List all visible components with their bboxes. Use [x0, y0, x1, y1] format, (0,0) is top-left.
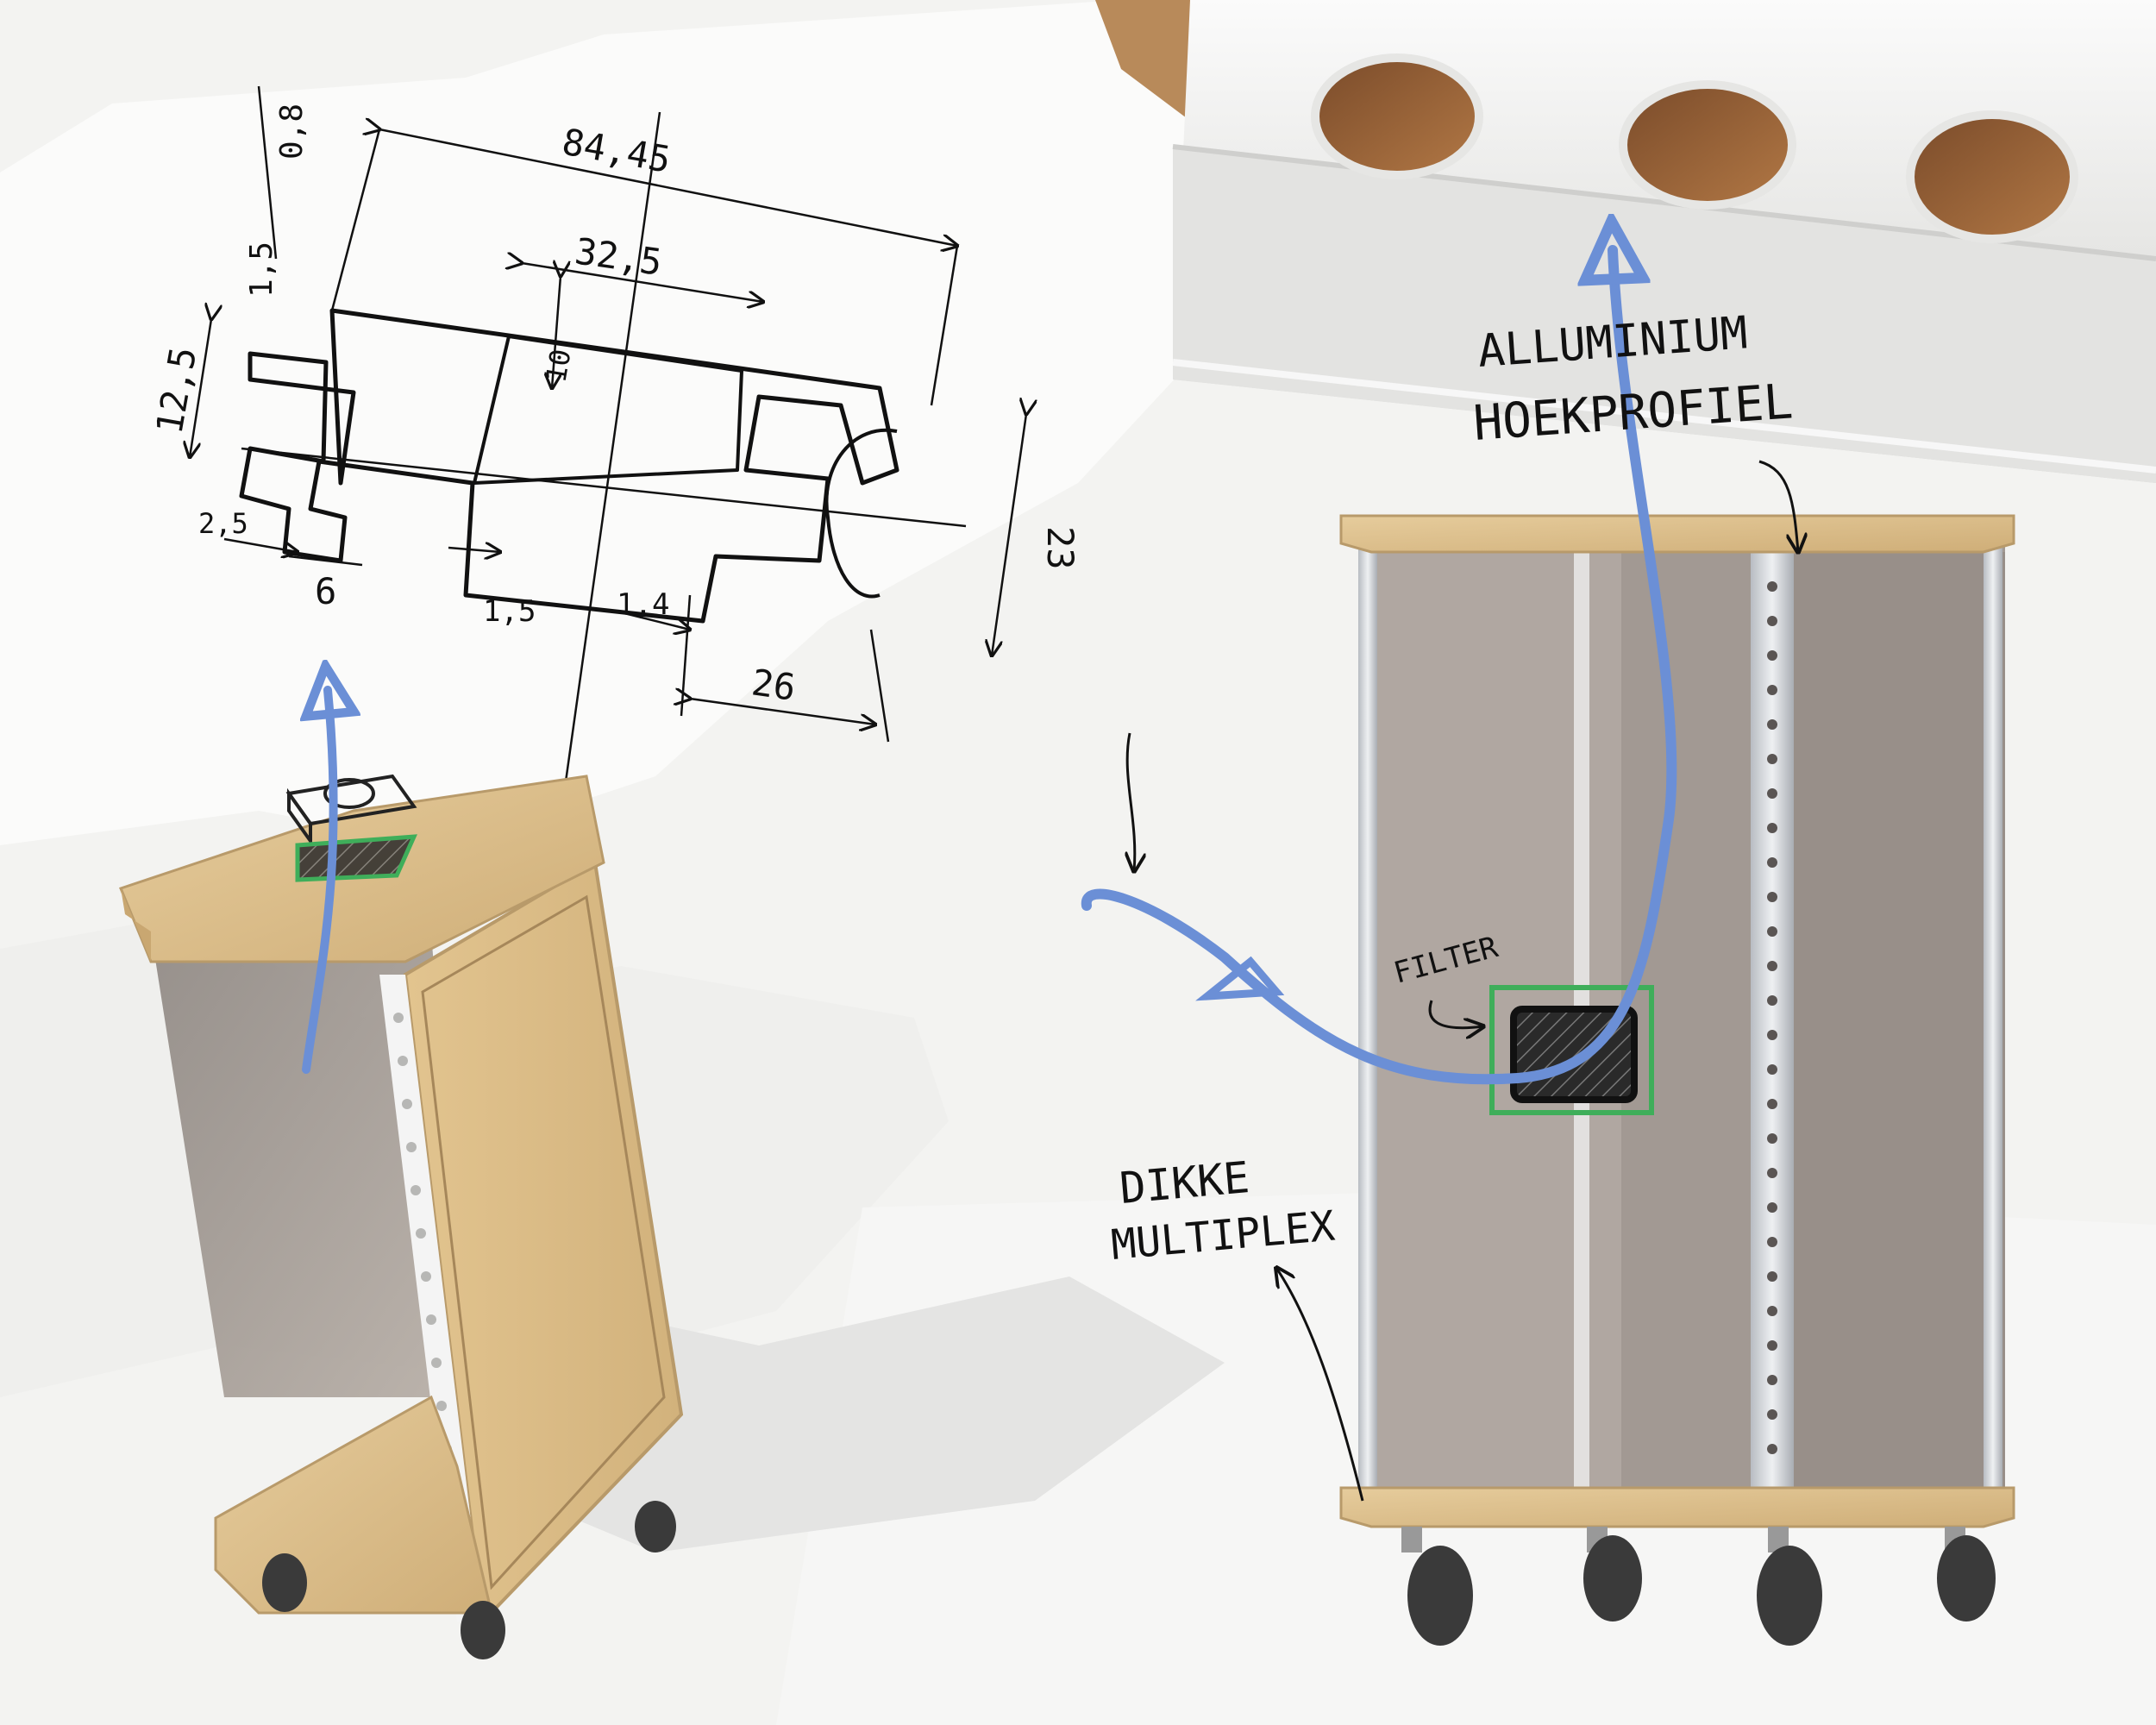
- pointer-arrow-icon: [1127, 732, 1135, 871]
- cabinet-angled-view: [119, 690, 684, 1659]
- pointer-arrow-icon: [1428, 1000, 1483, 1028]
- dim-corner-a: 1,5: [244, 242, 279, 298]
- profile-cross-section-sketch: [190, 85, 1026, 881]
- aluminium-profile-photo: [1095, 0, 2156, 483]
- dim-step-left: 2,5: [198, 507, 248, 540]
- dim-step-width: 6: [315, 570, 336, 612]
- dim-corner-b: 0,8: [274, 104, 310, 160]
- fan-icon: [285, 774, 417, 847]
- dim-thickness-b: 1,4: [617, 587, 669, 622]
- pointer-arrow-icon: [1276, 1268, 1364, 1502]
- dim-flange-right: 26: [749, 661, 799, 709]
- dim-slot: 10: [539, 347, 577, 386]
- airflow-arrow-icon: [1081, 250, 1677, 1085]
- filter-icon: [295, 834, 417, 882]
- caster-wheel-icon: [1401, 1527, 1996, 1646]
- label-dikke: DIKKE: [1118, 1152, 1251, 1214]
- dim-height-right: 23: [1039, 526, 1081, 570]
- caster-wheel-icon: [262, 1501, 676, 1659]
- pointer-arrow-icon: [1758, 460, 1798, 552]
- profile-outline: [239, 308, 899, 624]
- aluminium-post-holes: [1767, 581, 1777, 1454]
- airflow-arrow-icon: [306, 690, 334, 1074]
- dim-thickness-a: 1,5: [483, 594, 536, 629]
